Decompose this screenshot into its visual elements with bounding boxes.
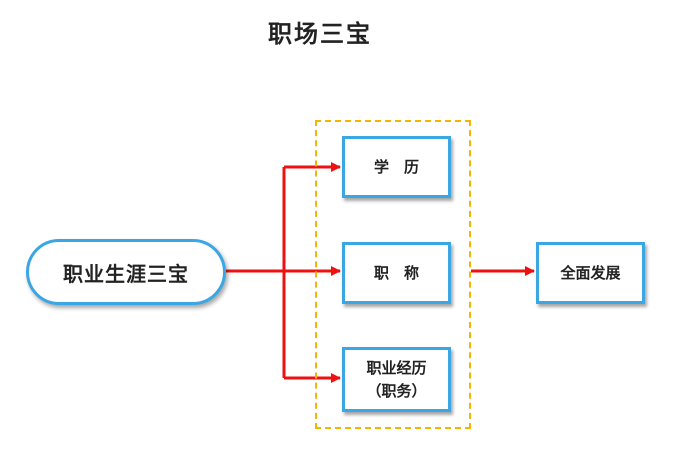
result-node: 全面发展 bbox=[536, 242, 645, 304]
item-node-1-label: 学 历 bbox=[373, 157, 419, 176]
item-node-1: 学 历 bbox=[342, 136, 451, 198]
result-node-label: 全面发展 bbox=[560, 263, 621, 282]
root-node: 职业生涯三宝 bbox=[26, 239, 226, 305]
item-node-2-label: 职 称 bbox=[373, 263, 419, 282]
items-group-box bbox=[315, 120, 471, 429]
diagram-title: 职场三宝 bbox=[268, 19, 372, 48]
item-node-2: 职 称 bbox=[342, 242, 451, 304]
item-node-3-label: 职业经历 （职务） bbox=[366, 359, 427, 400]
item-node-3: 职业经历 （职务） bbox=[342, 347, 451, 412]
